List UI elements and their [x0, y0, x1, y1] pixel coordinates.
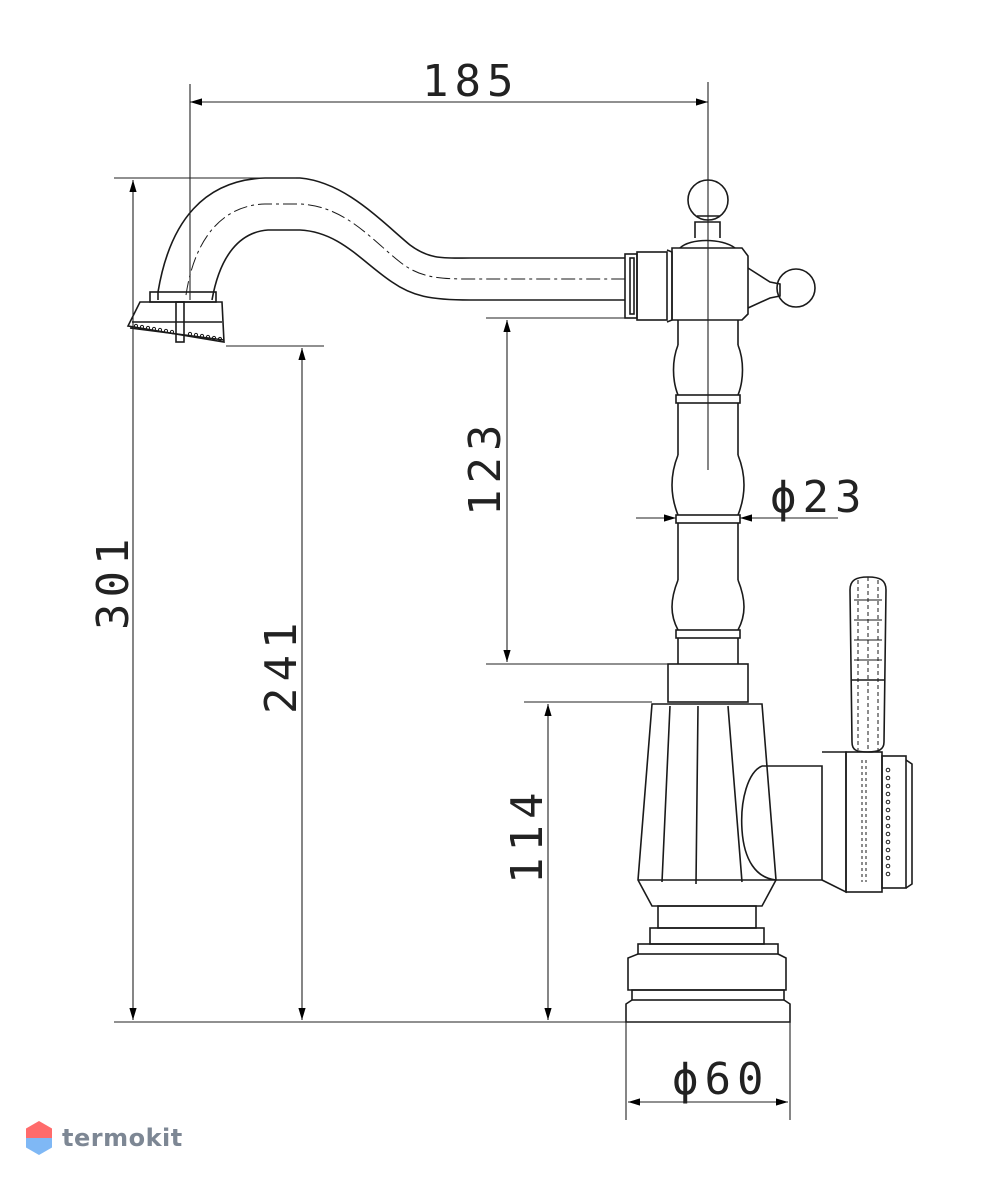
- aerator: [126, 291, 225, 343]
- dim-60-label: ϕ60: [672, 1054, 769, 1105]
- dim-123-label: 123: [460, 419, 511, 516]
- dim-23-label: ϕ23: [770, 472, 867, 523]
- dim-114-label: 114: [502, 787, 553, 884]
- body: [625, 703, 913, 1023]
- faucet-outline: [126, 177, 913, 1023]
- spout-upper-curve: [157, 177, 625, 293]
- watermark-text: termokit: [62, 1124, 183, 1152]
- lever-handle: [849, 576, 887, 753]
- spout-lower-curve: [211, 229, 625, 301]
- dim-301-label: 301: [88, 533, 139, 630]
- head-block: [671, 247, 749, 321]
- watermark: termokit: [24, 1118, 183, 1158]
- dim-241-label: 241: [256, 617, 307, 714]
- dim-185-label: 185: [422, 56, 519, 107]
- spout-centerline: [185, 203, 625, 296]
- side-knob: [776, 268, 816, 308]
- hexagon-logo-icon: [26, 1121, 52, 1155]
- dimension-lines: [114, 82, 838, 1120]
